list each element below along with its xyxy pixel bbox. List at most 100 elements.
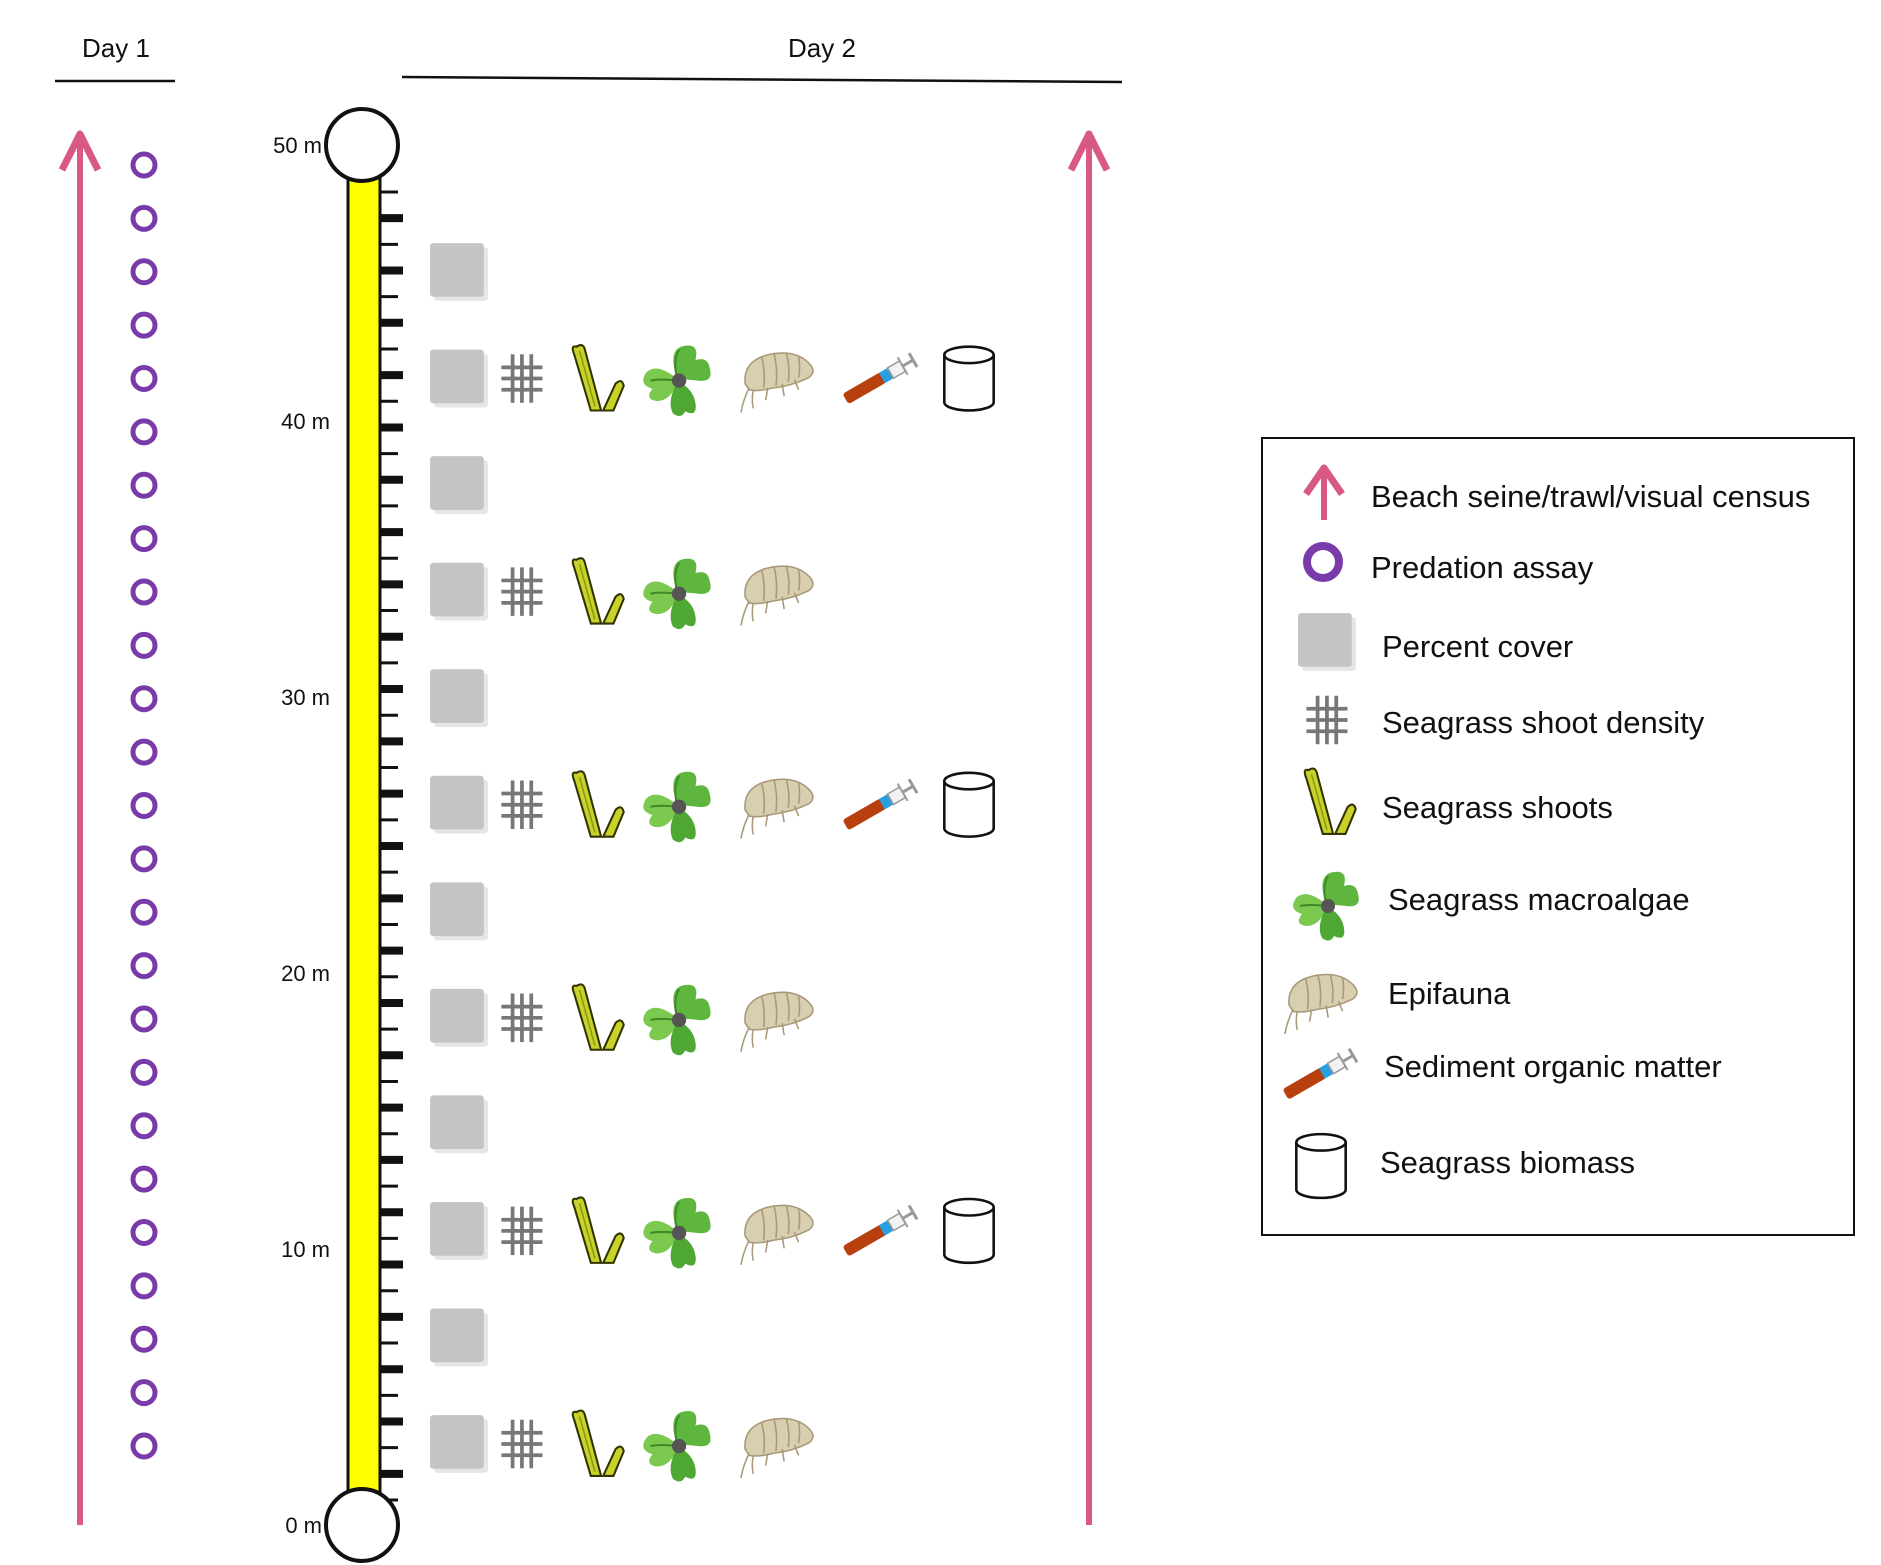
predation-assay-ring (130, 365, 158, 392)
shoot-density-icon (499, 1417, 545, 1471)
sampling-station (430, 983, 814, 1057)
predation-assay-ring (130, 1272, 158, 1300)
predation-assay-ring (130, 1379, 158, 1407)
epifauna-icon (740, 352, 814, 414)
legend: Beach seine/trawl/visual census Predatio… (1261, 437, 1855, 1236)
predation-assay-ring (130, 685, 158, 713)
predation-assay-ring (130, 418, 158, 446)
sampling-station (430, 1308, 488, 1367)
legend-item-seagrass-shoots: Seagrass shoots (1303, 767, 1613, 835)
day1-seine-arrow (58, 130, 102, 1525)
sampling-station (430, 1196, 995, 1270)
seagrass-biomass-icon (943, 345, 995, 412)
predation-assay-ring (130, 1005, 158, 1033)
percent-cover-icon (430, 349, 488, 408)
seagrass-shoots-icon (571, 983, 625, 1051)
macroalgae-icon (642, 344, 712, 418)
legend-label-sediment: Sediment organic matter (1384, 1049, 1722, 1084)
predation-assay-ring (130, 1165, 158, 1193)
day1-label: Day 1 (82, 33, 150, 63)
seagrass-shoots-icon (571, 770, 625, 838)
sampling-station (430, 456, 488, 515)
sampling-station (430, 243, 488, 301)
arrow-up-icon (1303, 464, 1345, 520)
predation-assay-ring (130, 204, 158, 232)
legend-item-macroalgae: Seagrass macroalgae (1292, 870, 1690, 942)
legend-label-biomass: Seagrass biomass (1380, 1145, 1635, 1180)
cylinder-icon (1295, 1132, 1347, 1200)
predation-assay-ring (130, 578, 158, 606)
legend-item-percent-cover: Percent cover (1298, 613, 1573, 671)
sampling-stations (430, 243, 995, 1483)
percent-cover-icon (430, 988, 488, 1047)
macroalgae-icon (642, 983, 712, 1057)
macroalgae-icon (642, 1409, 712, 1483)
transect-distance-labels: 50 m 40 m 30 m 20 m 10 m 0 m (273, 133, 330, 1538)
legend-label-macroalgae: Seagrass macroalgae (1388, 882, 1690, 917)
gray-square-icon (1298, 613, 1356, 671)
distance-label-40: 40 m (281, 409, 330, 434)
distance-label-0: 0 m (285, 1513, 322, 1538)
macroalgae-icon (642, 1196, 712, 1270)
predation-assay-ring (130, 525, 158, 553)
predation-assay-ring (130, 898, 158, 926)
distance-label-10: 10 m (281, 1237, 330, 1262)
percent-cover-icon (430, 1308, 488, 1367)
sampling-station (430, 770, 995, 844)
percent-cover-icon (430, 243, 488, 301)
epifauna-icon (740, 991, 814, 1053)
legend-item-biomass: Seagrass biomass (1295, 1132, 1635, 1200)
percent-cover-icon (430, 1095, 488, 1154)
predation-assay-ring (130, 1432, 158, 1460)
seagrass-shoots-icon (571, 557, 625, 625)
sediment-organic-matter-icon (838, 349, 920, 409)
legend-label-predation: Predation assay (1371, 550, 1594, 585)
macroalgae-icon (642, 557, 712, 631)
legend-label-epifauna: Epifauna (1388, 976, 1511, 1011)
predation-assay-ring (130, 471, 158, 499)
predation-assay-ring (130, 1112, 158, 1140)
epifauna-icon (740, 1417, 814, 1479)
seagrass-shoots-icon (571, 344, 625, 412)
seagrass-biomass-icon (943, 1197, 995, 1265)
sediment-organic-matter-icon (838, 1202, 920, 1261)
epifauna-icon (740, 1204, 814, 1266)
legend-label-shoot-density: Seagrass shoot density (1382, 705, 1705, 740)
sampling-station (430, 669, 488, 728)
predation-assay-ring (130, 258, 158, 286)
transect-tape (324, 107, 403, 1563)
predation-assay-ring (130, 952, 158, 980)
shoot-density-icon (499, 565, 545, 618)
percent-cover-icon (430, 669, 488, 728)
ring-icon (1303, 542, 1343, 582)
legend-label-seine: Beach seine/trawl/visual census (1371, 479, 1810, 514)
predation-assay-ring (130, 311, 158, 339)
sampling-station (430, 344, 995, 418)
sampling-station (430, 557, 814, 631)
percent-cover-icon (430, 456, 488, 515)
epifauna-icon (740, 778, 814, 840)
transect-ticks (381, 190, 403, 1502)
sampling-station (430, 1095, 488, 1154)
predation-assay-ring (130, 1058, 158, 1086)
shoot-density-icon (499, 1204, 545, 1258)
legend-label-seagrass-shoots: Seagrass shoots (1382, 790, 1613, 825)
epifauna-icon (740, 565, 814, 627)
percent-cover-icon (430, 882, 488, 941)
percent-cover-icon (430, 1415, 488, 1473)
transect-bottom-marker (324, 1487, 400, 1563)
transect-tape-body (346, 173, 382, 1507)
sampling-station (430, 1409, 814, 1483)
distance-label-20: 20 m (281, 961, 330, 986)
percent-cover-icon (430, 1201, 488, 1260)
shoot-density-icon (499, 778, 545, 831)
distance-label-30: 30 m (281, 685, 330, 710)
predation-assay-rings (130, 151, 158, 1460)
distance-label-50: 50 m (273, 133, 322, 158)
percent-cover-icon (430, 775, 488, 834)
legend-item-epifauna: Epifauna (1284, 973, 1511, 1035)
transect-top-marker (324, 107, 400, 183)
legend-item-predation: Predation assay (1303, 542, 1594, 585)
percent-cover-icon (430, 562, 488, 621)
